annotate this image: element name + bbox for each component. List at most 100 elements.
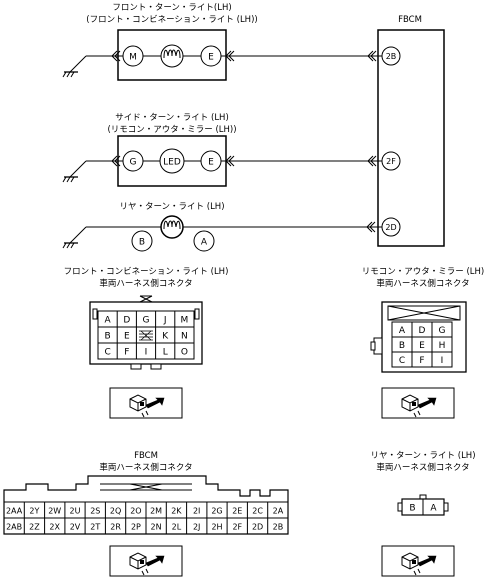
fbcm-conn-pin: 2U: [70, 507, 81, 516]
front-conn-pin-grid: A D G J M B E K N C F I L O: [97, 310, 195, 360]
fbcm-conn-pin: 2E: [232, 507, 242, 516]
mirror-conn-pin: F: [419, 356, 424, 366]
rear-turn-pin-a-circle: [193, 230, 215, 252]
front-conn-pin: E: [124, 332, 130, 342]
rear-turn-light: リヤ・ターン・ライト (LH) 2D B A: [62, 202, 401, 252]
fbcm-conn-pin: 2Q: [110, 507, 121, 516]
front-conn-pin: F: [124, 348, 129, 358]
front-turn-label-2: (フロント・コンビネーション・ライト (LH)): [86, 15, 257, 25]
fbcm-conn-pin: 2I: [193, 507, 200, 516]
front-conn-pin: N: [181, 332, 188, 342]
front-conn-pin: A: [105, 316, 112, 326]
rear-conn-title-2: 車両ハーネス側コネクタ: [376, 462, 469, 473]
rear-turn-pin-a: A: [201, 238, 208, 248]
fbcm-conn-pin: 2A: [273, 507, 284, 516]
side-turn-led: LED: [163, 158, 181, 168]
fbcm-conn-title-2: 車両ハーネス側コネクタ: [99, 462, 192, 473]
fbcm-conn-pin: 2X: [49, 523, 60, 532]
side-turn-label-2: (リモコン・アウタ・ミラー (LH)): [107, 125, 236, 135]
fbcm-label: FBCM: [398, 15, 422, 25]
front-turn-light: フロント・ターン・ライト(LH) (フロント・コンビネーション・ライト (LH)…: [62, 3, 401, 81]
side-turn-ground-icon: [62, 176, 79, 183]
fbcm-conn-pin: 2L: [172, 523, 182, 532]
front-turn-label-1: フロント・ターン・ライト(LH): [112, 3, 231, 13]
fbcm-conn-pin: 2AA: [6, 507, 23, 516]
front-conn-pin: K: [162, 332, 169, 342]
front-conn-body: [89, 301, 203, 365]
fbcm-pin-2d: 2D: [385, 223, 396, 232]
fbcm-conn-pin: 2R: [110, 523, 121, 532]
mirror-conn-pin: D: [419, 326, 426, 336]
side-turn-label-1: サイド・ターン・ライト (LH): [115, 113, 229, 123]
fbcm-conn-pin: 2T: [90, 523, 100, 532]
front-conn-title-2: 車両ハーネス側コネクタ: [99, 278, 192, 289]
mirror-conn-latch: [387, 305, 461, 321]
front-conn-pin: J: [163, 316, 167, 326]
rear-turn-pin-b: B: [139, 238, 145, 248]
fbcm-conn-pin: 2C: [252, 507, 263, 516]
front-conn-title-1: フロント・コンビネーション・ライト (LH): [64, 267, 229, 277]
fbcm-conn-pin: 2G: [211, 507, 222, 516]
fbcm-conn-pin: 2B: [273, 523, 284, 532]
fbcm-conn-pin: 2M: [150, 507, 162, 516]
fbcm-conn-pin: 2Z: [29, 523, 40, 532]
front-conn-pin: M: [181, 316, 189, 326]
rear-conn-pin: A: [430, 504, 437, 514]
rear-turn-pin-b-circle: [131, 230, 153, 252]
side-turn-pin-e: E: [208, 158, 214, 168]
front-conn-pin: O: [181, 348, 188, 358]
fbcm-conn-pin: 2O: [130, 507, 141, 516]
fbcm-conn-pin: 2J: [193, 523, 200, 532]
fbcm-pin-2b: 2B: [386, 52, 397, 61]
front-conn-latch: [139, 295, 153, 303]
mirror-conn-pin: E: [419, 341, 425, 351]
mirror-conn-pin: G: [439, 326, 446, 336]
fbcm-conn-pin: 2K: [171, 507, 182, 516]
fbcm-conn-pin: 2V: [70, 523, 81, 532]
fbcm-unit: FBCM: [377, 15, 445, 247]
rear-conn-probe-icon: [381, 545, 455, 577]
front-conn-pin: L: [163, 348, 168, 358]
mirror-conn-pin-grid: A D G B E H C F I: [391, 321, 453, 368]
front-turn-ground-icon: [62, 71, 79, 78]
fbcm-pin-2f-circle: [381, 151, 401, 171]
fbcm-conn-pin: 2Y: [29, 507, 39, 516]
fbcm-conn-pin-grid: 2AA 2Y 2W 2U 2S 2Q 2O 2M 2K 2I 2G 2E 2C …: [3, 501, 289, 535]
front-turn-pin-e: E: [208, 53, 214, 63]
fbcm-conn-pin: 2W: [48, 507, 61, 516]
fbcm-pin-2d-circle: [381, 217, 401, 237]
front-conn-pin: D: [123, 316, 130, 326]
mirror-conn-title-2: 車両ハーネス側コネクタ: [376, 278, 469, 289]
fbcm-pin-2b-circle: [381, 46, 401, 66]
front-conn-blank-hatch: [139, 330, 153, 341]
fbcm-pin-2f: 2F: [386, 157, 396, 166]
fbcm-conn-pin: 2AB: [6, 523, 22, 532]
mirror-conn-pin: B: [399, 341, 405, 351]
rear-turn-ground-icon: [62, 242, 79, 249]
front-combination-connector: フロント・コンビネーション・ライト (LH) 車両ハーネス側コネクタ A D G…: [64, 267, 229, 419]
fbcm-connector: FBCM 車両ハーネス側コネクタ 2AA 2Y 2W 2U 2S 2Q: [3, 451, 289, 577]
rear-turn-connector: リヤ・ターン・ライト (LH) 車両ハーネス側コネクタ B A: [370, 451, 476, 577]
fbcm-conn-latch: [100, 483, 192, 491]
rear-turn-label-1: リヤ・ターン・ライト (LH): [119, 202, 224, 212]
rear-turn-filament: [163, 220, 181, 230]
mirror-conn-pin: I: [441, 356, 444, 366]
front-conn-pin: B: [105, 332, 111, 342]
fbcm-conn-probe-icon: [109, 545, 183, 577]
rear-conn-title-1: リヤ・ターン・ライト (LH): [370, 451, 475, 461]
fbcm-conn-pin: 2D: [252, 523, 263, 532]
front-conn-pin: C: [104, 348, 110, 358]
fbcm-conn-pin: 2N: [151, 523, 162, 532]
mirror-conn-probe-icon: [381, 387, 455, 419]
front-turn-filament: [163, 49, 181, 59]
mirror-connector: リモコン・アウタ・ミラー (LH) 車両ハーネス側コネクタ A D G B E …: [362, 267, 484, 419]
fbcm-conn-pin: 2P: [131, 523, 141, 532]
front-conn-pin: I: [145, 348, 148, 358]
rear-conn-pin: B: [409, 504, 415, 514]
mirror-conn-title-1: リモコン・アウタ・ミラー (LH): [362, 267, 484, 277]
fbcm-conn-pin: 2H: [211, 523, 222, 532]
fbcm-conn-title-1: FBCM: [134, 451, 158, 461]
front-turn-pin-m: M: [129, 53, 137, 63]
mirror-conn-pin: H: [439, 341, 446, 351]
